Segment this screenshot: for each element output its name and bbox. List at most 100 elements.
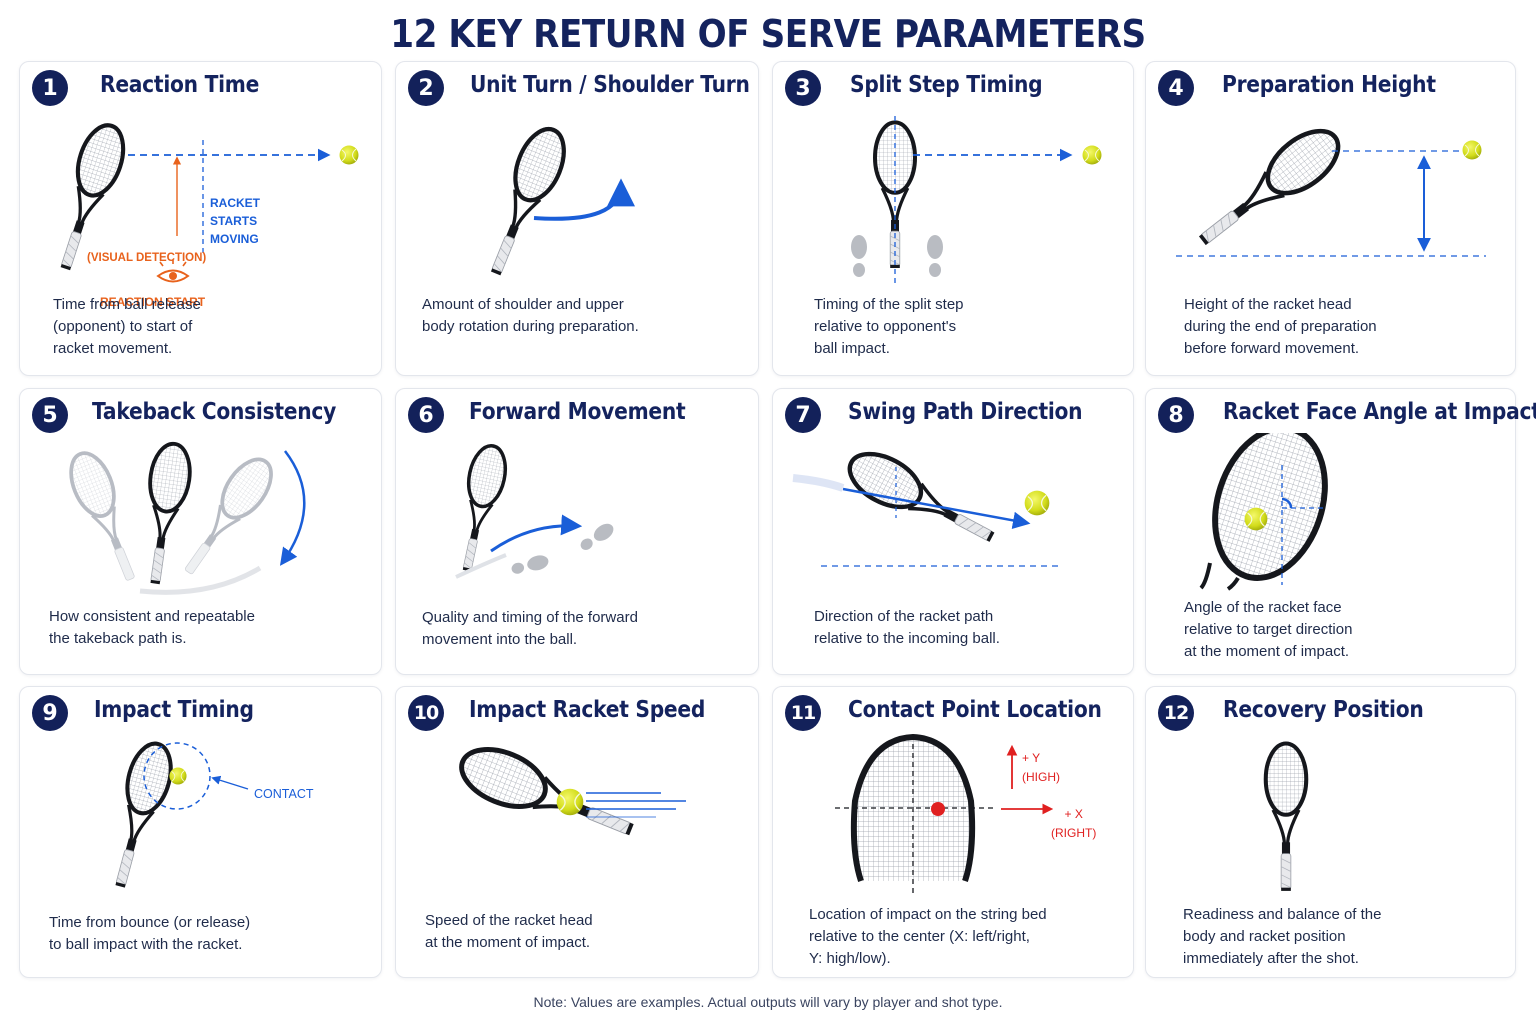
desc-line: immediately after the shot. xyxy=(1183,950,1359,967)
eye-icon xyxy=(156,260,190,283)
card-forward-movement: 6 Forward Movement Quality and timing of… xyxy=(395,388,759,675)
recovery-position-illustration xyxy=(1146,731,1517,906)
x-label-line: + X xyxy=(1064,807,1083,821)
desc-line: Angle of the racket face xyxy=(1184,599,1342,616)
card-description: How consistent and repeatable the takeba… xyxy=(49,606,349,650)
card-takeback-consistency: 5 Takeback Consistency How consistent an… xyxy=(19,388,382,675)
desc-line: relative to the incoming ball. xyxy=(814,630,1000,647)
card-number: 10 xyxy=(408,695,444,731)
contact-label: CONTACT xyxy=(254,787,314,801)
card-title: Forward Movement xyxy=(469,399,686,425)
card-number: 1 xyxy=(32,70,68,106)
desc-line: body and racket position xyxy=(1183,928,1346,945)
forward-movement-illustration xyxy=(447,440,617,579)
card-split-step: 3 Split Step Timing Timing of the split … xyxy=(772,61,1134,376)
swing-path-illustration xyxy=(792,433,1061,567)
desc-line: relative to the center (X: left/right, xyxy=(809,928,1030,945)
card-preparation-height: 4 Preparation Height Height of the racke… xyxy=(1145,61,1516,376)
split-step-illustration xyxy=(851,116,1102,286)
racket-label-line: STARTS xyxy=(210,214,258,228)
racket-head xyxy=(1212,433,1328,581)
card-description: Angle of the racket face relative to tar… xyxy=(1184,597,1484,663)
takeback-path-arrow xyxy=(279,450,306,566)
desc-line: racket movement. xyxy=(53,340,173,357)
footer-note: Note: Values are examples. Actual output… xyxy=(533,994,1003,1010)
ball-icon xyxy=(556,788,584,816)
racket-label-line: MOVING xyxy=(210,232,259,246)
card-impact-racket-speed: 10 Impact Racket Speed Speed of the rack… xyxy=(395,686,759,978)
y-axis-label: + Y (HIGH) xyxy=(1022,749,1060,787)
racket-icon xyxy=(101,739,178,892)
motion-trail xyxy=(455,553,507,579)
takeback-illustration xyxy=(20,433,306,595)
racket-speed-illustration xyxy=(396,731,686,906)
desc-line: at the moment of impact. xyxy=(425,934,591,951)
card-description: Quality and timing of the forward moveme… xyxy=(422,607,722,651)
card-number: 2 xyxy=(408,70,444,106)
card-number: 12 xyxy=(1158,695,1194,731)
contact-point-marker xyxy=(931,802,945,816)
desc-line: Quality and timing of the forward xyxy=(422,609,638,626)
racket-icon xyxy=(1266,743,1307,890)
desc-line: Height of the racket head xyxy=(1184,296,1352,313)
racket-icon xyxy=(841,443,1002,556)
card-description: Time from bounce (or release) to ball im… xyxy=(49,912,349,956)
rotation-arrow xyxy=(533,178,635,221)
card-number: 6 xyxy=(408,397,444,433)
desc-line: body rotation during preparation. xyxy=(422,318,639,335)
card-swing-path: 7 Swing Path Direction Direction of the … xyxy=(772,388,1134,675)
card-number: 3 xyxy=(785,70,821,106)
x-label-line: (RIGHT) xyxy=(1051,826,1097,840)
card-title: Contact Point Location xyxy=(848,697,1102,723)
angle-arc xyxy=(1281,497,1293,509)
desc-line: Direction of the racket path xyxy=(814,608,994,625)
card-title: Swing Path Direction xyxy=(848,399,1083,425)
card-racket-face-angle: 8 Racket Face Angle at Impact Angle of t… xyxy=(1145,388,1536,675)
card-title: Split Step Timing xyxy=(850,72,1043,98)
card-title: Preparation Height xyxy=(1222,72,1436,98)
desc-line: relative to opponent's xyxy=(814,318,957,335)
card-title: Unit Turn / Shoulder Turn xyxy=(470,72,750,98)
contact-point-illustration xyxy=(835,733,1054,893)
ball-icon xyxy=(1024,490,1050,516)
racket-icon xyxy=(136,441,194,586)
desc-line: to ball impact with the racket. xyxy=(49,936,243,953)
ball-icon xyxy=(339,145,359,165)
right-shoe-icon xyxy=(577,520,617,554)
card-description: Height of the racket head during the end… xyxy=(1184,294,1484,360)
racket-throat xyxy=(1199,562,1240,591)
y-label-line: + Y xyxy=(1022,751,1041,765)
desc-line: (opponent) to start of xyxy=(53,318,193,335)
desc-line: Time from ball release xyxy=(53,296,201,313)
card-title: Racket Face Angle at Impact xyxy=(1223,399,1536,425)
desc-line: Amount of shoulder and upper xyxy=(422,296,624,313)
x-axis-label: + X (RIGHT) xyxy=(1051,805,1096,843)
card-reaction-time: 1 Reaction Time REACTION START (VISUAL D… xyxy=(19,61,382,376)
card-description: Readiness and balance of the body and ra… xyxy=(1183,904,1483,970)
card-description: Speed of the racket head at the moment o… xyxy=(425,910,725,954)
desc-line: movement into the ball. xyxy=(422,631,578,648)
desc-line: relative to target direction xyxy=(1184,621,1353,638)
desc-line: before forward movement. xyxy=(1184,340,1360,357)
racket-starts-moving-label: RACKET STARTS MOVING xyxy=(210,194,260,248)
racket-label-line: RACKET xyxy=(210,196,260,210)
left-shoe-icon xyxy=(851,235,867,277)
forward-arrow xyxy=(490,514,583,553)
card-description: Timing of the split step relative to opp… xyxy=(814,294,1114,360)
desc-line: during the end of preparation xyxy=(1184,318,1377,335)
card-description: Amount of shoulder and upper body rotati… xyxy=(422,294,722,338)
card-title: Impact Timing xyxy=(94,697,254,723)
card-title: Impact Racket Speed xyxy=(469,697,706,723)
desc-line: the takeback path is. xyxy=(49,630,187,647)
desc-line: Speed of the racket head xyxy=(425,912,593,929)
desc-line: How consistent and repeatable xyxy=(49,608,255,625)
racket-icon xyxy=(453,738,640,853)
unit-turn-illustration xyxy=(396,106,635,326)
contact-pointer xyxy=(211,775,249,790)
card-unit-turn: 2 Unit Turn / Shoulder Turn Amount of sh… xyxy=(395,61,759,376)
racket-icon xyxy=(1188,119,1349,259)
impact-timing-illustration xyxy=(20,731,249,906)
desc-line: Timing of the split step xyxy=(814,296,964,313)
card-title: Recovery Position xyxy=(1223,697,1424,723)
card-number: 8 xyxy=(1158,397,1194,433)
